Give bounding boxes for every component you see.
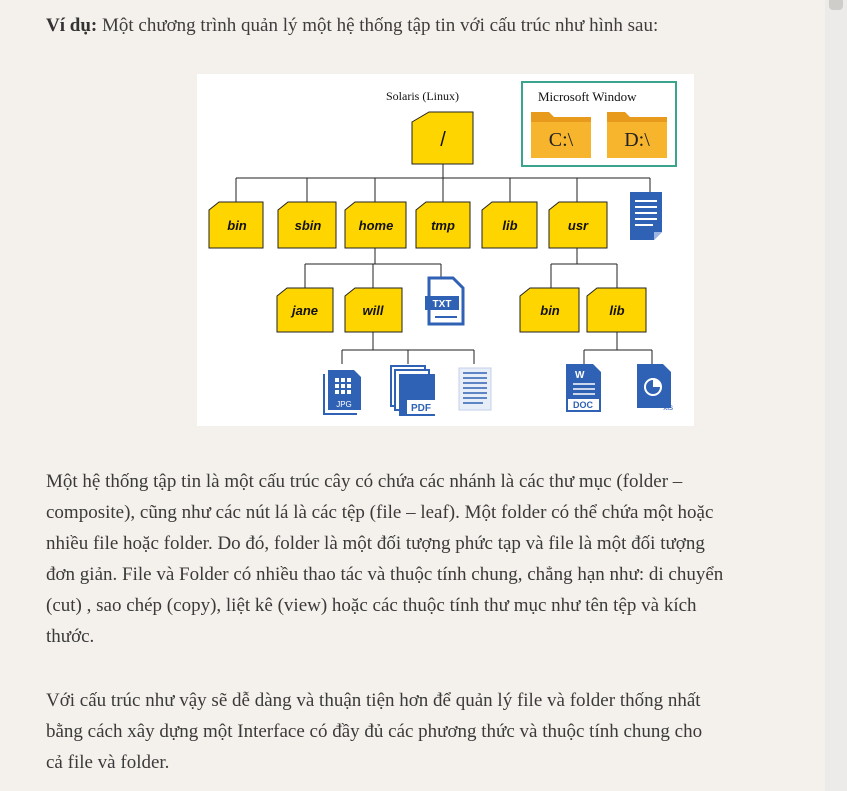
diagram-svg: Solaris (Linux) / Microsoft Window C:\ D…: [208, 81, 677, 416]
folder-will: will: [344, 287, 403, 333]
paragraph-line: nhiều file hoặc folder. Do đó, folder là…: [46, 533, 705, 554]
folder-jane-label: jane: [290, 303, 318, 318]
txt-label: TXT: [433, 299, 452, 310]
windows-box: Microsoft Window C:\ D:\: [521, 81, 677, 167]
folder-usr-bin: bin: [519, 287, 580, 333]
paragraph-line: Với cấu trúc như vậy sẽ dễ dàng và thuận…: [46, 690, 701, 711]
intro-line: Ví dụ: Một chương trình quản lý một hệ t…: [46, 12, 658, 40]
folder-bin: bin: [208, 201, 264, 249]
root-label: /: [440, 129, 446, 151]
folder-sbin-label: sbin: [295, 218, 322, 233]
jpg-file-icon: JPG: [323, 370, 361, 415]
folder-jane: jane: [276, 287, 334, 333]
txt-file-icon: TXT: [425, 276, 465, 326]
paragraph-line: bằng cách xây dựng một Interface có đầy …: [46, 721, 703, 742]
xls-file-icon: xls: [637, 364, 673, 412]
folder-sbin: sbin: [277, 201, 337, 249]
intro-text: Một chương trình quản lý một hệ thống tậ…: [97, 15, 659, 36]
folder-usr-bin-label: bin: [540, 303, 560, 318]
scrollbar-track[interactable]: [825, 0, 847, 791]
scrollbar-thumb[interactable]: [829, 0, 843, 10]
example-label: Ví dụ:: [46, 15, 98, 36]
folder-will-label: will: [363, 303, 384, 318]
folder-lib: lib: [481, 201, 538, 249]
folder-usr-lib-label: lib: [609, 303, 624, 318]
drive-c-label: C:\: [549, 129, 574, 151]
drive-c-folder: C:\: [531, 112, 591, 158]
tree-connectors: [235, 164, 653, 364]
folder-tmp: tmp: [415, 201, 471, 249]
file-system-diagram: Solaris (Linux) / Microsoft Window C:\ D…: [197, 74, 694, 426]
paragraph-line: (cut) , sao chép (copy), liệt kê (view) …: [46, 595, 697, 616]
pdf-file-icon: PDF: [390, 365, 435, 416]
drive-d-folder: D:\: [607, 112, 667, 158]
folder-tmp-label: tmp: [431, 218, 455, 233]
drive-d-label: D:\: [624, 129, 650, 151]
folder-lib-label: lib: [502, 218, 517, 233]
pdf-label: PDF: [411, 403, 431, 414]
paragraph-line: composite), cũng như các nút lá là các t…: [46, 502, 714, 523]
folder-usr: usr: [548, 201, 608, 249]
paragraph-file-system: Một hệ thống tập tin là một cấu trúc cây…: [46, 466, 836, 652]
jpg-label: JPG: [336, 400, 352, 409]
root-folder: /: [411, 111, 474, 165]
folder-home: home: [344, 201, 407, 249]
folder-home-label: home: [359, 218, 394, 233]
windows-label: Microsoft Window: [538, 89, 637, 104]
doc-file-icon: W DOC: [566, 364, 601, 412]
paragraph-line: đơn giản. File và Folder có nhiều thao t…: [46, 564, 724, 585]
word-mark: W: [575, 370, 585, 381]
xls-label: xls: [663, 403, 673, 412]
solaris-label: Solaris (Linux): [386, 89, 459, 103]
paragraph-line: cả file và folder.: [46, 752, 170, 773]
folder-usr-lib: lib: [586, 287, 647, 333]
document-file-icon: [630, 192, 662, 240]
doc-label: DOC: [573, 400, 594, 410]
paragraph-line: thước.: [46, 626, 95, 647]
paragraph-line: Một hệ thống tập tin là một cấu trúc cây…: [46, 471, 683, 492]
folder-usr-label: usr: [568, 218, 589, 233]
paragraph-interface: Với cấu trúc như vậy sẽ dễ dàng và thuận…: [46, 685, 836, 778]
folder-bin-label: bin: [227, 218, 247, 233]
text-lines-file-icon: [458, 367, 492, 411]
